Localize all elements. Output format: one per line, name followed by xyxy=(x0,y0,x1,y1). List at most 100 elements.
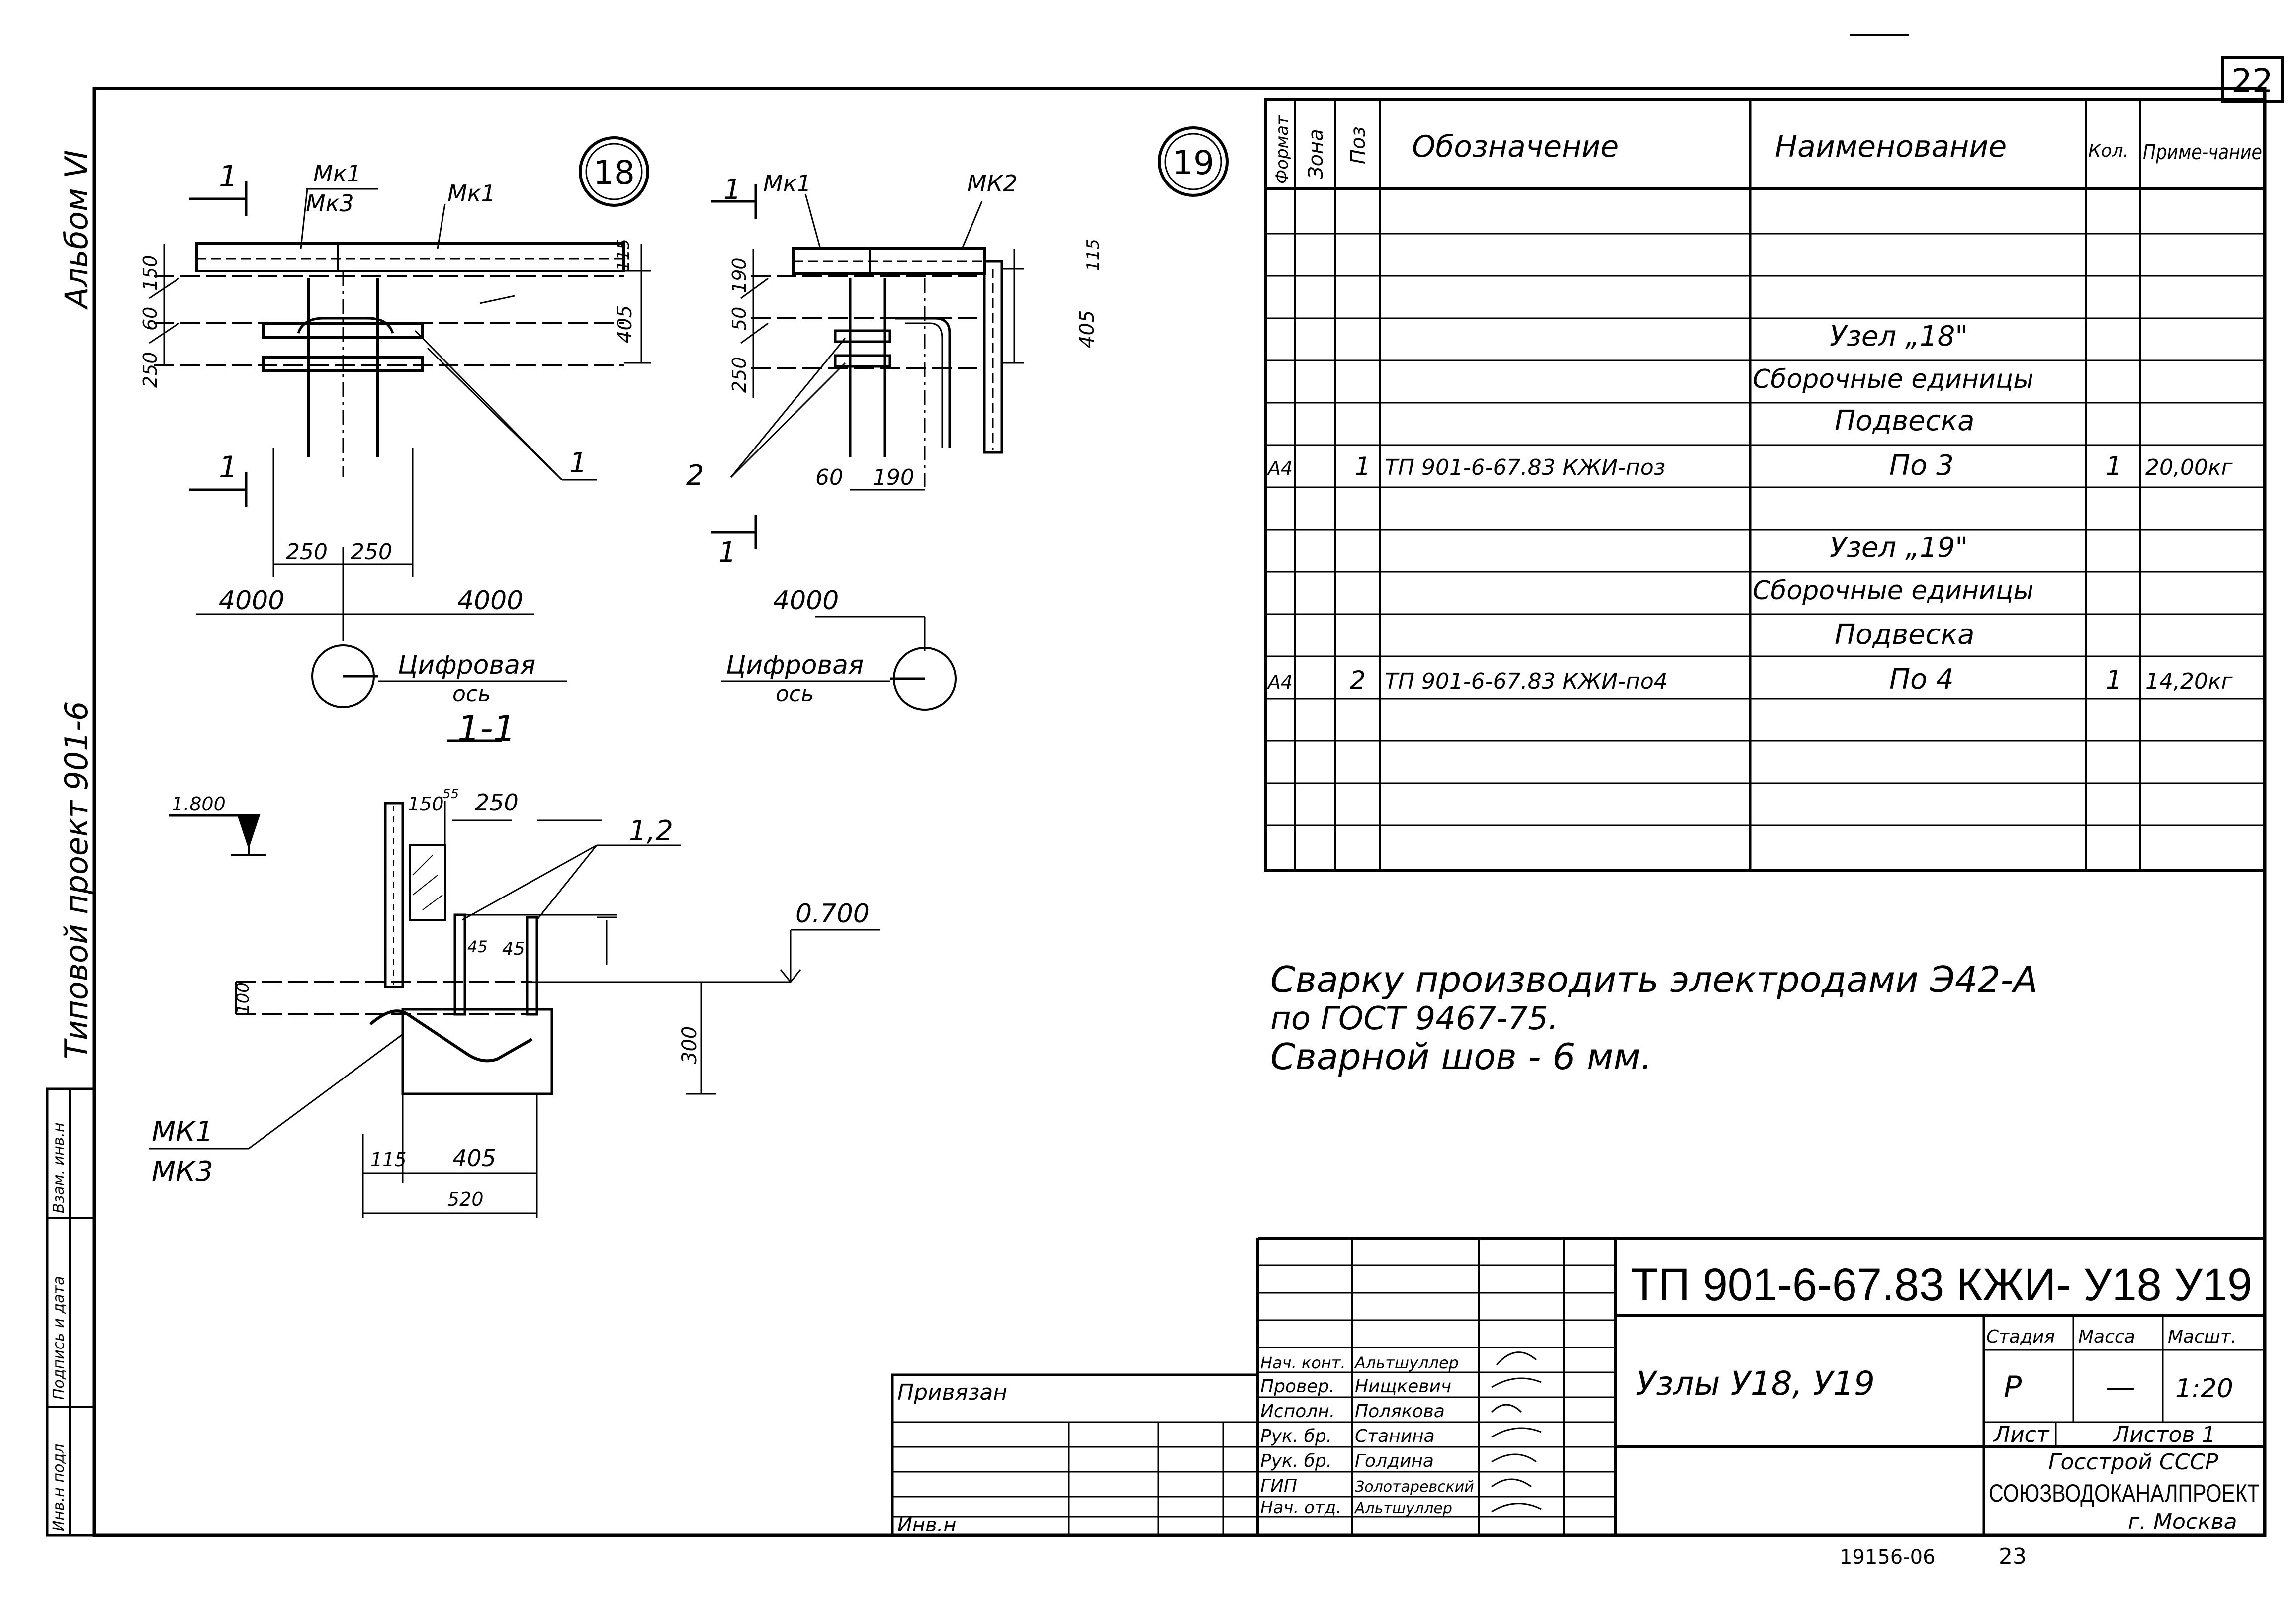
welding-notes: Сварку производить электродами Э42-А по … xyxy=(1270,959,2038,1078)
row-fmt-1: А4 xyxy=(1266,457,1293,479)
n18-dim-4000b: 4000 xyxy=(457,586,523,616)
n19-section-bottom: 1 xyxy=(718,537,736,569)
document-name: Узлы У18, У19 xyxy=(1636,1364,1875,1403)
row-name-uzel19: Узел „19" xyxy=(1830,532,1968,564)
node-19-labels: 19 1 1 Мк1 МК2 115 405 190 50 250 2 60 1… xyxy=(686,144,1214,707)
n19-pos-2: 2 xyxy=(686,459,704,492)
n19-mk2: МК2 xyxy=(967,170,1018,197)
n19-dim-60: 60 xyxy=(815,465,843,490)
node-19-number: 19 xyxy=(1172,144,1214,182)
n19-dim-250v: 250 xyxy=(728,357,750,393)
stage-value: Р xyxy=(2004,1370,2022,1405)
row-name-assembly-1: Сборочные единицы xyxy=(1753,364,2033,394)
title-block xyxy=(891,1237,2265,1537)
spec-table-rows: Узел „18" Сборочные единицы Подвеска А4 … xyxy=(1266,320,2233,696)
name-1: Нищкевич xyxy=(1355,1376,1451,1397)
role-1: Провер. xyxy=(1260,1376,1335,1397)
album-label: Альбом Ⅵ xyxy=(58,150,94,310)
sec-dim-300: 300 xyxy=(678,1026,701,1064)
role-5: ГИП xyxy=(1260,1476,1297,1496)
row-pos-2: 2 xyxy=(1350,666,1366,695)
th-note: Приме-чание xyxy=(2143,140,2262,164)
row-fmt-2: А4 xyxy=(1266,671,1293,693)
role-3: Рук. бр. xyxy=(1260,1426,1332,1446)
note-line-3: Сварной шов - 6 мм. xyxy=(1270,1036,1652,1078)
stage-header: Стадия xyxy=(1986,1327,2055,1347)
mass-header: Масса xyxy=(2078,1327,2135,1347)
n19-section-top: 1 xyxy=(723,174,741,206)
row-name-po3: По 3 xyxy=(1889,449,1954,482)
row-qty-2: 1 xyxy=(2106,665,2122,695)
row-note-2: 14,20кг xyxy=(2145,669,2233,694)
n19-dim-115: 115 xyxy=(1083,239,1103,271)
sec-dim-405: 405 xyxy=(452,1145,496,1171)
sec-mk3: МК3 xyxy=(152,1156,213,1188)
row-code-2: ТП 901-6-67.83 КЖИ-по4 xyxy=(1385,669,1668,694)
sec-dim-45b: 45 xyxy=(502,939,525,959)
row-pos-1: 1 xyxy=(1355,452,1371,481)
spec-table xyxy=(1264,98,2266,872)
section-title: 1-1 xyxy=(457,708,516,749)
level-1800: 1.800 xyxy=(172,793,226,815)
sec-dim-100: 100 xyxy=(233,982,253,1014)
row-note-1: 20,00кг xyxy=(2145,455,2233,480)
row-qty-1: 1 xyxy=(2106,451,2122,481)
n18-dim-250b: 250 xyxy=(351,539,392,565)
org-moscow: г. Москва xyxy=(2128,1509,2237,1534)
sheets-label: Листов 1 xyxy=(2112,1422,2215,1447)
row-name-podveska-1: Подвеска xyxy=(1835,405,1974,437)
name-2: Полякова xyxy=(1355,1401,1445,1422)
sec-dim-45a: 45 xyxy=(467,937,488,956)
node-19-drawing xyxy=(711,126,1229,711)
sec-dim-55: 55 xyxy=(442,787,459,802)
n18-mk1: Мк1 xyxy=(447,180,496,207)
n19-mk1: Мк1 xyxy=(763,170,811,197)
name-4: Голдина xyxy=(1355,1451,1434,1471)
th-designation: Обозначение xyxy=(1412,129,1619,164)
project-label: Типовой проект 901-6 xyxy=(58,701,94,1059)
sec-mk1: МК1 xyxy=(152,1116,213,1148)
bottom-number: 23 xyxy=(1999,1544,2027,1569)
n18-section-bottom: 1 xyxy=(219,450,238,485)
sec-dim-520: 520 xyxy=(447,1188,484,1210)
n18-dim-250v: 250 xyxy=(139,352,161,388)
page-number-box: 22 xyxy=(2221,56,2284,103)
row-name-assembly-2: Сборочные единицы xyxy=(1753,576,2033,606)
row-name-uzel18: Узел „18" xyxy=(1830,320,1968,353)
role-2: Исполн. xyxy=(1260,1401,1335,1422)
role-4: Рук. бр. xyxy=(1260,1451,1332,1471)
n18-axis-label-2: ось xyxy=(452,681,491,707)
n19-dim-50: 50 xyxy=(728,307,750,331)
bound-label: Привязан xyxy=(897,1380,1007,1405)
inv-label: Инв.н xyxy=(897,1514,957,1536)
strip-signature: Подпись и дата xyxy=(50,1276,68,1400)
n19-dim-405: 405 xyxy=(1076,310,1099,348)
n19-axis-label: Цифровая xyxy=(726,650,864,680)
n18-mk1-top: Мк1 xyxy=(313,160,361,187)
th-format: Формат xyxy=(1272,115,1292,184)
th-zone: Зона xyxy=(1305,129,1327,179)
n18-section-top: 1 xyxy=(219,159,238,194)
n18-dim-250a: 250 xyxy=(286,539,328,565)
sheet-label: Лист xyxy=(1993,1422,2050,1447)
title-block-labels: ТП 901-6-67.83 КЖИ- У18 У19 Узлы У18, У1… xyxy=(897,1259,2260,1536)
role-0: Нач. конт. xyxy=(1260,1353,1346,1372)
section-1-1-labels: 1-1 1.800 0.700 150 55 250 1,2 45 45 100… xyxy=(152,708,870,1210)
page-number: 22 xyxy=(2231,62,2273,100)
sec-pos-12: 1,2 xyxy=(629,815,673,847)
role-6: Нач. отд. xyxy=(1260,1498,1341,1518)
spec-table-headers: Формат Зона Поз Обозначение Наименование… xyxy=(1272,115,2262,184)
org-soyuzvodokanalproekt: СОЮЗВОДОКАНАЛПРОЕКТ xyxy=(1989,1479,2260,1507)
th-pos: Поз xyxy=(1347,126,1370,164)
org-gosstroy: Госстрой СССР xyxy=(2048,1449,2218,1475)
row-code-1: ТП 901-6-67.83 КЖИ-поз xyxy=(1385,455,1665,480)
name-0: Альтшуллер xyxy=(1354,1353,1459,1372)
bottom-code: 19156-06 xyxy=(1840,1546,1936,1569)
n19-axis-label-2: ось xyxy=(776,681,814,707)
name-6: Альтшуллер xyxy=(1354,1500,1452,1517)
note-line-1: Сварку производить электродами Э42-А xyxy=(1270,959,2038,1000)
n19-dim-4000: 4000 xyxy=(773,586,839,616)
n18-dim-4000a: 4000 xyxy=(219,586,284,616)
n19-dim-190h: 190 xyxy=(873,465,914,490)
